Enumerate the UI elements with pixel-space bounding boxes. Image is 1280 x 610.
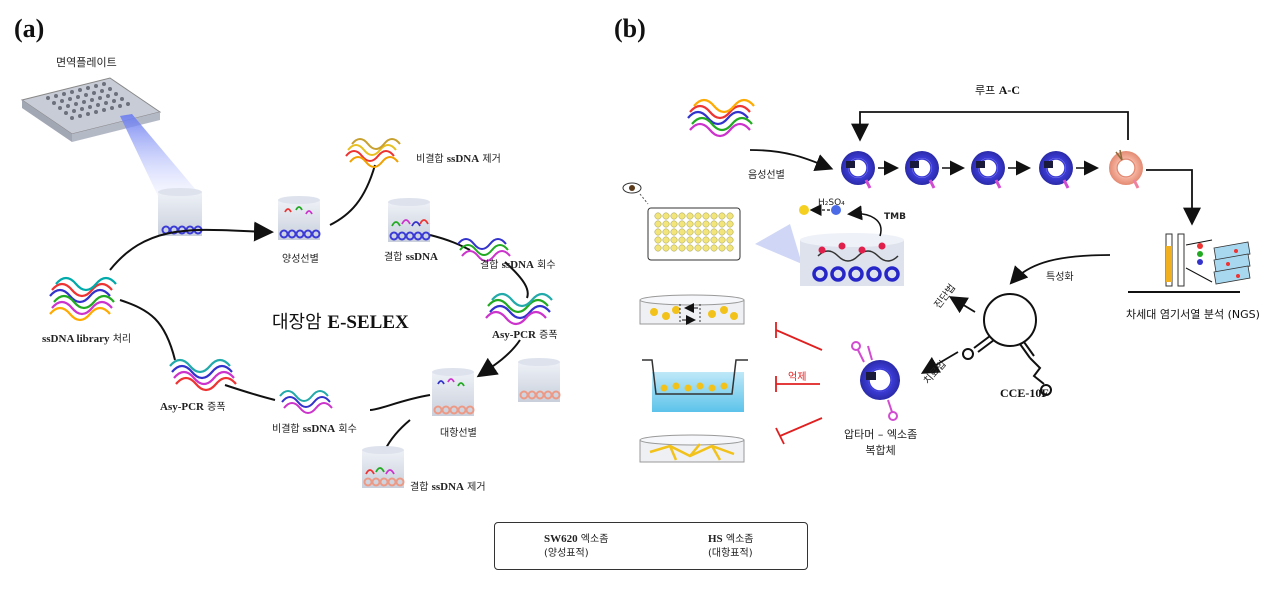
unbound-recovery-label: 비결합 ssDNA 회수 <box>272 423 357 435</box>
legend-box <box>494 522 808 570</box>
elisa-plate <box>622 182 741 261</box>
library-bundle-b <box>687 98 755 138</box>
legend-sw620-text: SW620 엑소좀 (양성표적) <box>544 533 609 559</box>
negative-selection-label: 음성선별 <box>748 170 785 181</box>
panel-a-label: (a) <box>14 14 45 43</box>
center-title: 대장암 E-SELEX <box>272 312 409 333</box>
immunoplate <box>20 77 196 196</box>
tmb-label: TMB <box>884 212 906 222</box>
inhibition-label: 억제 <box>788 372 807 383</box>
aptamer-exosome-complex <box>851 341 900 421</box>
pcr-left-bundle <box>169 358 237 392</box>
aptamer-name: CCE-10F <box>1000 386 1049 400</box>
hs-tube <box>518 358 561 402</box>
complex-label: 압타머 – 엑소좀 복합체 <box>844 428 918 457</box>
well-tube-a1 <box>158 188 203 236</box>
readout-beam <box>755 224 802 264</box>
ngs-illustration <box>1128 233 1251 293</box>
pcr-left-label: Asy-PCR 증폭 <box>160 401 226 413</box>
bound-removal-label: 결합 ssDNA 제거 <box>410 481 486 493</box>
bound-recovery-bundle <box>457 238 511 262</box>
bound-tube <box>388 198 431 242</box>
exosome-chain <box>841 149 1143 189</box>
inhibition-lines <box>775 322 823 445</box>
detection-well <box>800 233 904 286</box>
bound-recovery-label: 결합 ssDNA 회수 <box>480 259 556 271</box>
counter-selection-tube <box>432 368 475 416</box>
immunoplate-label: 면역플레이트 <box>56 56 117 69</box>
cell-dish-1 <box>639 294 745 325</box>
positive-selection-tube <box>278 196 321 240</box>
selex-cycle <box>109 164 529 451</box>
transwell-dish <box>642 359 748 412</box>
h2so4-label: H₂SO₄ <box>818 198 845 208</box>
positive-selection-label: 양성선별 <box>282 254 319 265</box>
ngs-label: 차세대 염기서열 분석 (NGS) <box>1126 308 1260 321</box>
counter-selection-label: 대항선별 <box>440 428 477 439</box>
pcr-right-label: Asy-PCR 증폭 <box>492 329 558 341</box>
characterization-label: 특성화 <box>1046 272 1074 283</box>
unbound-ssdna-bundle <box>345 138 401 168</box>
library-treatment-label: ssDNA library 처리 <box>42 333 132 345</box>
ssdna-library-bundle <box>49 276 117 322</box>
tube-formation-dish <box>639 434 745 463</box>
bound-removal-tube <box>362 446 405 488</box>
unbound-removal-label: 비결합 ssDNA 제거 <box>416 153 501 165</box>
bound-label: 결합 ssDNA <box>384 251 438 263</box>
loop-arrow <box>851 111 1129 142</box>
aptamer-structure <box>962 293 1052 396</box>
unbound-recovery-bundle <box>279 390 333 414</box>
legend-hs-text: HS 엑소좀 (대항표적) <box>708 533 754 559</box>
pcr-right-bundle <box>485 292 553 326</box>
loop-label: 루프 A-C <box>975 83 1021 97</box>
panel-b-label: (b) <box>614 14 646 43</box>
